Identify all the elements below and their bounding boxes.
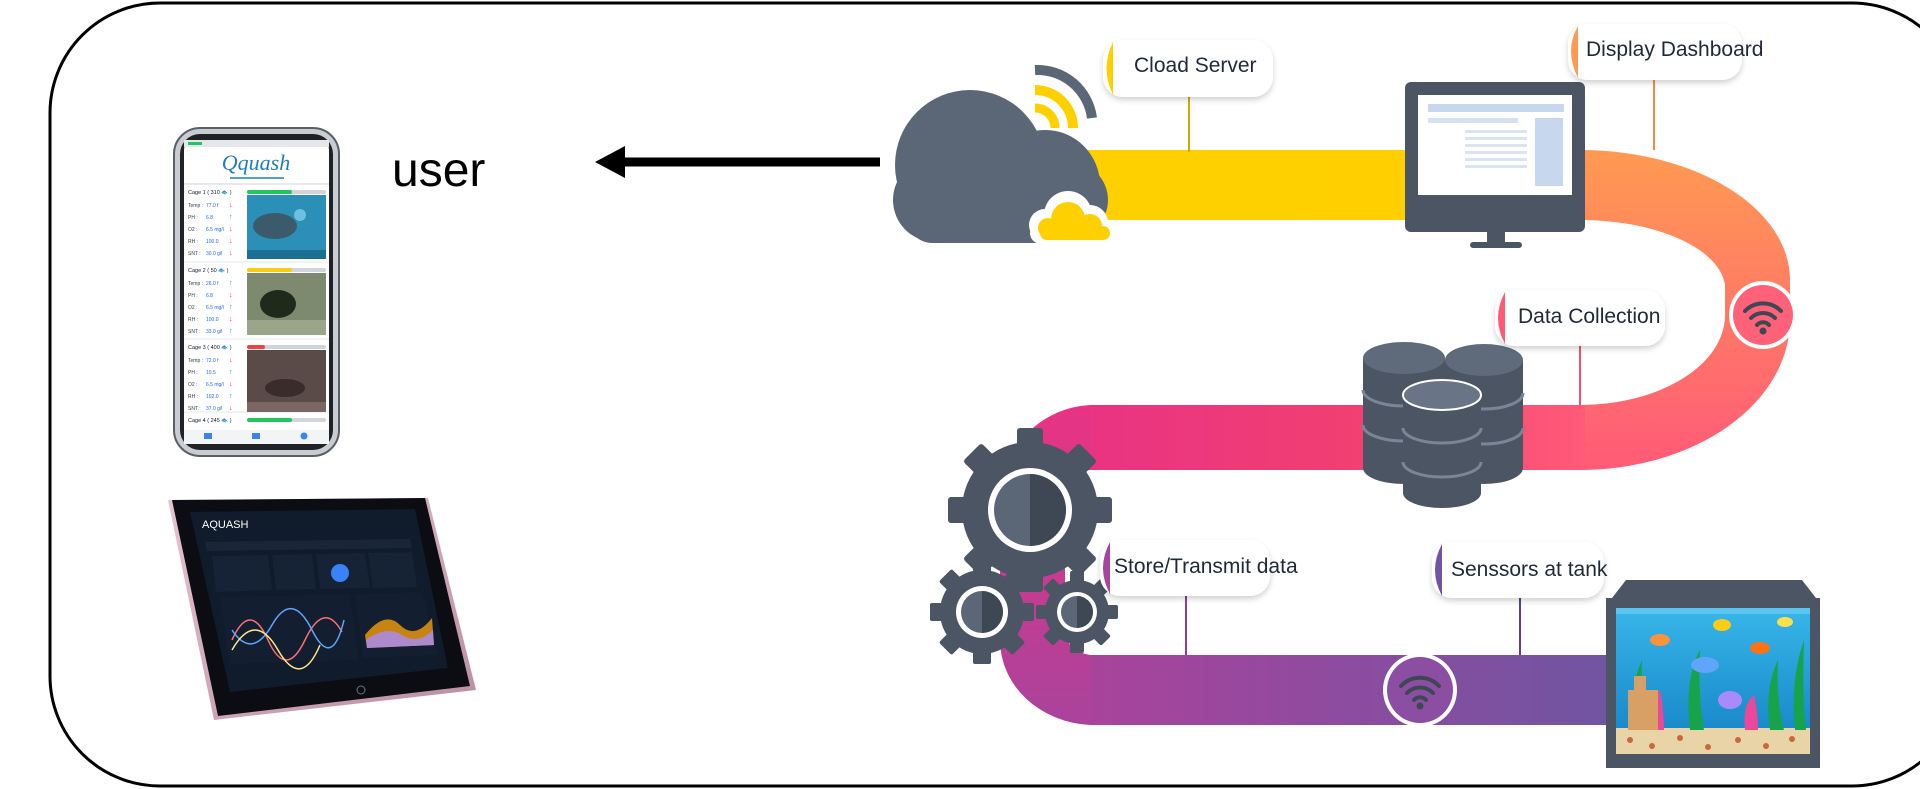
cage-photo bbox=[247, 350, 326, 412]
phone-brand: Qquash bbox=[222, 150, 290, 175]
phone-icon: Qquash Cage 1 ( 310 🐟 )Temp :77.0 f↓PH :… bbox=[173, 127, 340, 457]
phone-cage-status-bar bbox=[247, 268, 292, 272]
arrow-up-icon: ↑ bbox=[229, 214, 233, 221]
phone-reading-label: PH : bbox=[188, 293, 198, 299]
callout-store-transmit: Store/Transmit data bbox=[1100, 540, 1298, 655]
arrow-down-icon: ↓ bbox=[229, 292, 233, 299]
phone-reading-value: 100.0 bbox=[206, 317, 219, 323]
phone-reading-label: RH : bbox=[188, 394, 198, 400]
phone-reading-label: PH : bbox=[188, 215, 198, 221]
phone-reading-value: 26.0 f bbox=[206, 281, 219, 287]
callout-store-transmit-label: Store/Transmit data bbox=[1114, 555, 1298, 578]
phone-reading-label: O2 : bbox=[188, 305, 197, 311]
wifi-icon bbox=[1729, 281, 1797, 349]
cloud-icon bbox=[893, 90, 1118, 244]
tablet-icon: AQUASH bbox=[168, 498, 476, 720]
gears-icon bbox=[930, 428, 1118, 664]
phone-cage-status-bar bbox=[247, 190, 292, 194]
phone-cage-status-track bbox=[247, 345, 326, 349]
cage-photo bbox=[247, 195, 326, 259]
phone-reading-value: 77.0 f bbox=[206, 203, 219, 209]
phone-reading-label: PH : bbox=[188, 370, 198, 376]
database-icon bbox=[1361, 342, 1525, 508]
callout-data-collection: Data Collection bbox=[1495, 290, 1665, 405]
arrow-left-icon bbox=[595, 146, 880, 178]
callout-cloud-server-label: Cload Server bbox=[1134, 54, 1257, 77]
phone-reading-label: O2 : bbox=[188, 227, 197, 233]
phone-reading-value: 33.0 g/l bbox=[206, 329, 222, 335]
arrow-down-icon: ↓ bbox=[229, 226, 233, 233]
phone-reading-value: 6.8 bbox=[206, 293, 213, 299]
phone-cage-card[interactable]: Cage 1 ( 310 🐟 ) Temp :77.0 f ↓ PH : 6.8 ↑ O2 … bbox=[184, 190, 329, 263]
arrow-up-icon: ↑ bbox=[229, 369, 233, 376]
phone-reading-label: RH : bbox=[188, 317, 198, 323]
callout-data-collection-label: Data Collection bbox=[1518, 305, 1660, 328]
monitor-icon bbox=[1405, 82, 1585, 248]
phone-cage-card[interactable]: Cage 4 ( 245 🐟 ) bbox=[188, 418, 326, 424]
arrow-up-icon: ↑ bbox=[229, 280, 233, 287]
phone-reading-label: Temp : bbox=[188, 203, 203, 209]
wifi-icon bbox=[1383, 653, 1457, 727]
cage-photo bbox=[247, 273, 326, 335]
phone-reading-value: 6.5 mg/l bbox=[206, 382, 224, 388]
arrow-down-icon: ↓ bbox=[229, 250, 233, 257]
phone-reading-value: 102.0 bbox=[206, 394, 219, 400]
callout-display-dashboard-label: Display Dashboard bbox=[1586, 38, 1763, 61]
outer-frame bbox=[48, 1, 1920, 788]
phone-cage-card[interactable]: Cage 2 ( 50 🐟 ) Temp :26.0 f ↑ PH : 6.8 ↓ O2 :… bbox=[184, 268, 329, 340]
arrow-up-icon: ↑ bbox=[229, 393, 233, 400]
phone-reading-label: SNT : bbox=[188, 329, 201, 335]
callout-sensors: Senssors at tank bbox=[1432, 542, 1608, 655]
arrow-down-icon: ↓ bbox=[229, 316, 233, 323]
arrow-down-icon: ↓ bbox=[229, 357, 233, 364]
phone-reading-value: 100.0 bbox=[206, 239, 219, 245]
phone-reading-value: 72.0 f bbox=[206, 358, 219, 364]
phone-reading-label: RH : bbox=[188, 239, 198, 245]
pipeline-bottom-band bbox=[1090, 655, 1620, 725]
signal-arcs-icon bbox=[1034, 64, 1097, 129]
phone-cage-status-bar bbox=[247, 418, 292, 422]
phone-cage-list: Cage 1 ( 310 🐟 )Temp :77.0 f↓PH :6.8↑O2 … bbox=[184, 190, 329, 424]
phone-cage-title: Cage 3 ( 400 🐟 ) bbox=[188, 345, 232, 351]
arrow-down-icon: ↓ bbox=[229, 238, 233, 245]
aquarium-icon bbox=[1606, 580, 1820, 768]
tablet-brand: AQUASH bbox=[202, 519, 249, 531]
arrow-up-icon: ↑ bbox=[229, 328, 233, 335]
phone-reading-value: 37.0 g/l bbox=[206, 406, 222, 412]
phone-reading-value: 10.5 bbox=[206, 370, 216, 376]
phone-reading-value: 6.8 bbox=[206, 215, 213, 221]
phone-reading-label: Temp : bbox=[188, 358, 203, 364]
arrow-down-icon: ↓ bbox=[229, 202, 233, 209]
callout-sensors-label: Senssors at tank bbox=[1451, 558, 1608, 581]
phone-reading-label: SNT : bbox=[188, 406, 201, 412]
phone-reading-label: SNT : bbox=[188, 251, 201, 257]
phone-cage-status-bar bbox=[247, 345, 265, 349]
phone-reading-value: 6.5 mg/l bbox=[206, 305, 224, 311]
arrow-up-icon: ↑ bbox=[229, 304, 233, 311]
callout-display-dashboard: Display Dashboard bbox=[1568, 24, 1763, 150]
arrow-down-icon: ↓ bbox=[229, 405, 233, 412]
phone-reading-label: Temp : bbox=[188, 281, 203, 287]
arrow-down-icon: ↓ bbox=[229, 381, 233, 388]
user-label: user bbox=[392, 144, 485, 197]
phone-reading-value: 30.0 g/l bbox=[206, 251, 222, 257]
callout-cloud-server: Cload Server bbox=[1103, 40, 1273, 152]
phone-reading-value: 6.5 mg/l bbox=[206, 227, 224, 233]
phone-cage-title: Cage 2 ( 50 🐟 ) bbox=[188, 268, 229, 274]
pipeline-right-bend bbox=[1580, 150, 1790, 470]
phone-cage-title: Cage 1 ( 310 🐟 ) bbox=[188, 190, 232, 196]
phone-reading-label: O2 : bbox=[188, 382, 197, 388]
phone-cage-title: Cage 4 ( 245 🐟 ) bbox=[188, 418, 232, 424]
